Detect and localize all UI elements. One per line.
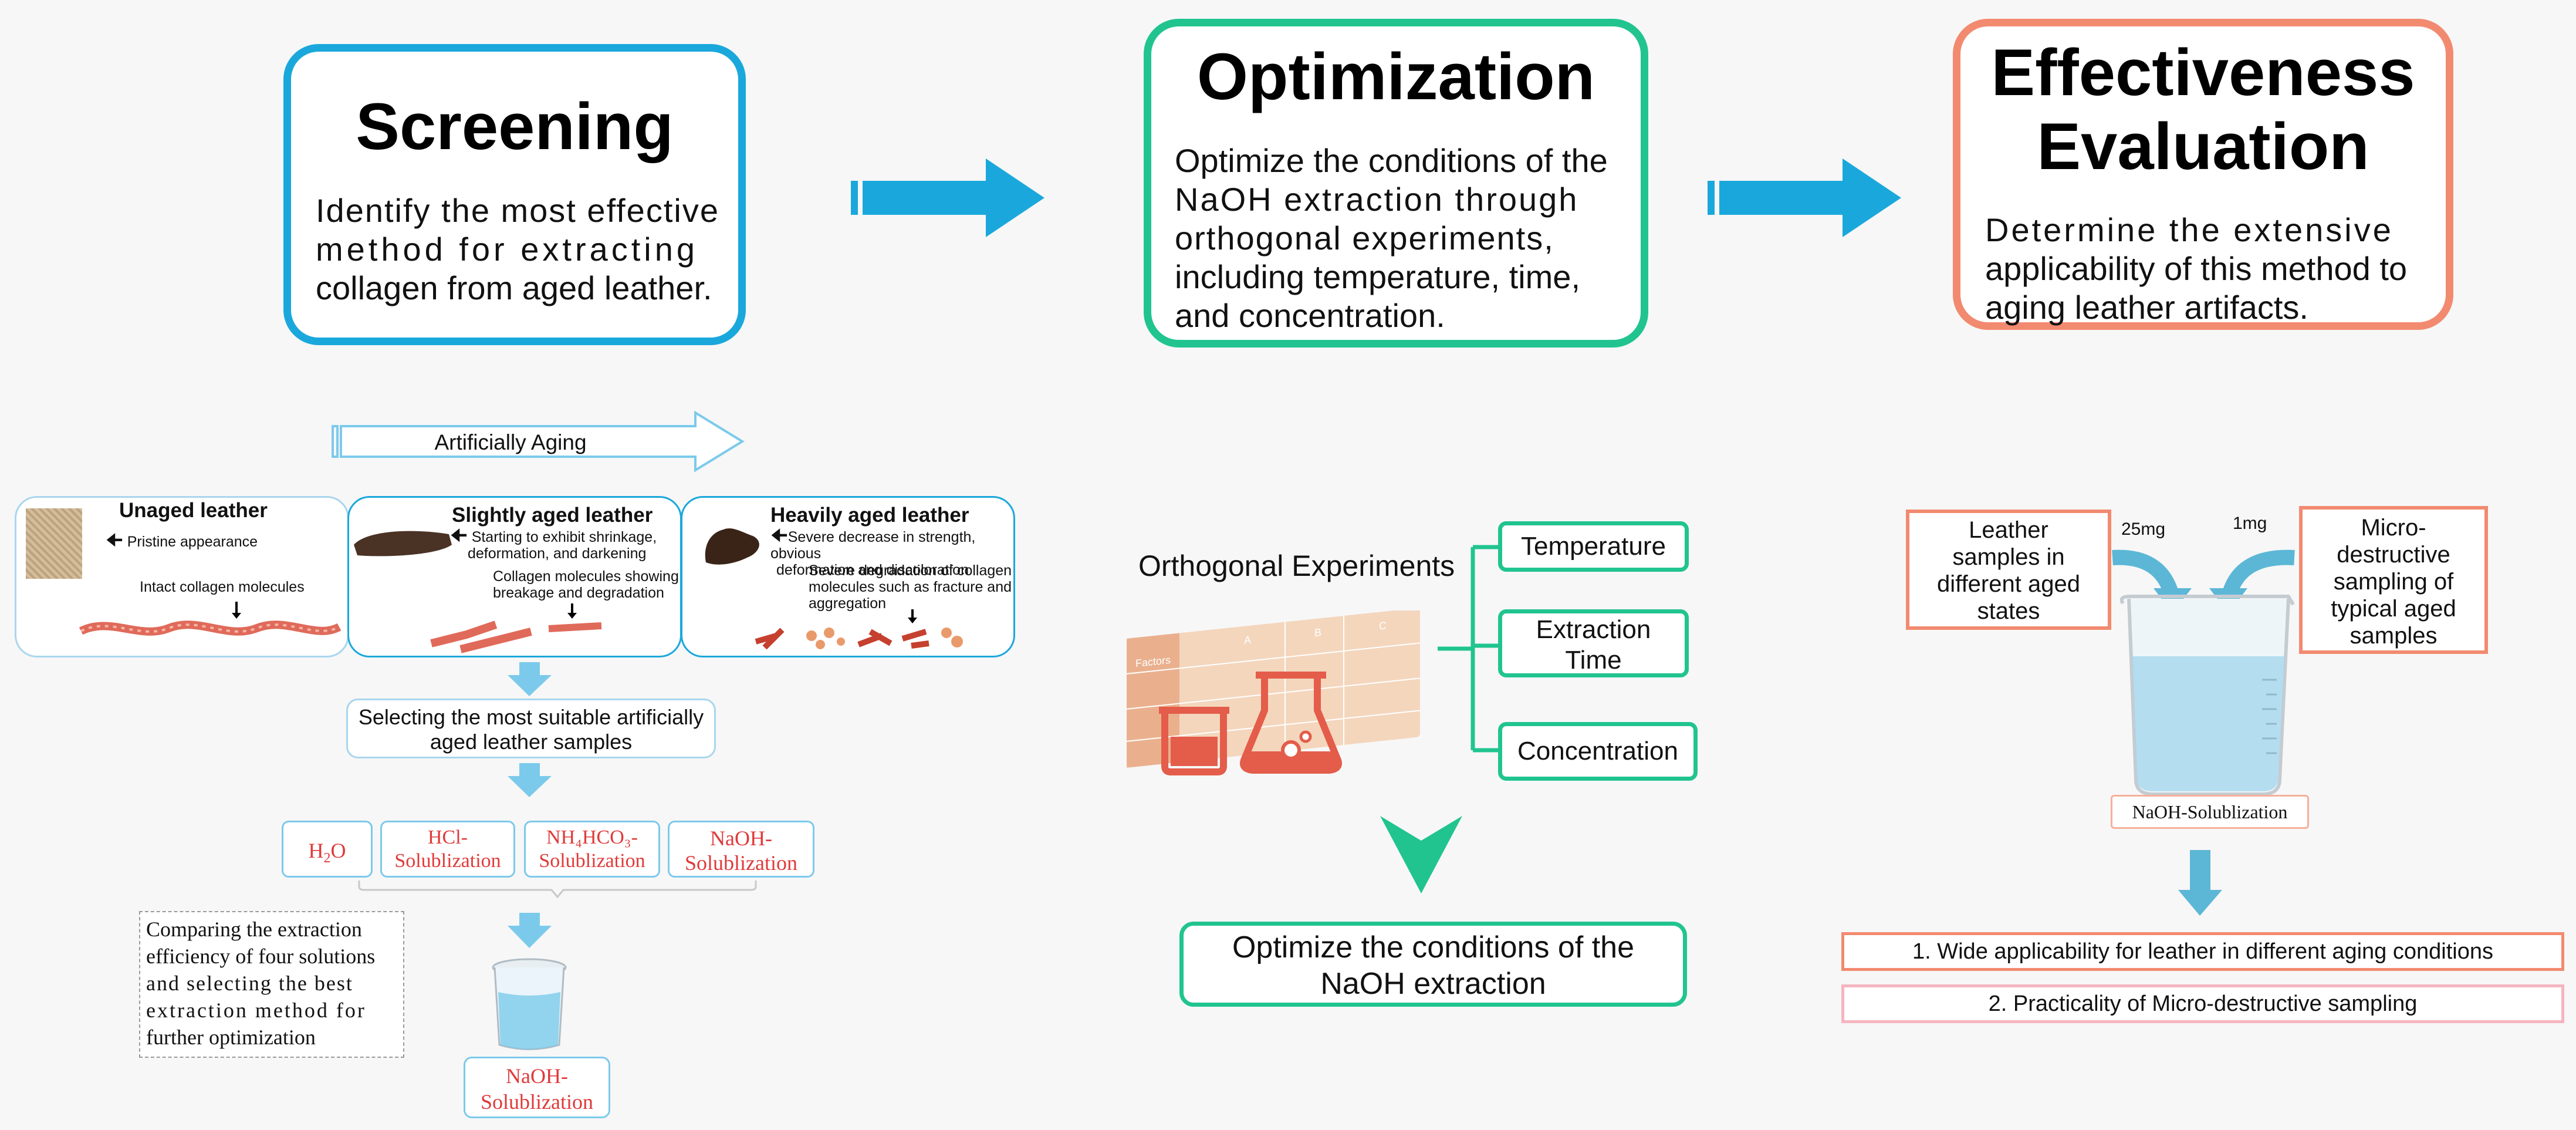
heavily-aged-note-collagen: Severe degradation of collagen molecules… <box>809 562 1012 612</box>
down-arrow-3 <box>508 913 552 948</box>
solution-nh4hco3: NH₄HCO₃-Solublization <box>524 821 660 878</box>
small-beaker <box>492 958 567 1050</box>
eval-down-arrow <box>2178 850 2222 916</box>
slightly-aged-note-collagen: Collagen molecules showing breakage and … <box>493 568 679 601</box>
compare-note: Comparing the extraction efficiency of f… <box>139 911 404 1058</box>
factors-connector <box>1438 545 1501 753</box>
beaker-label: NaOH-Solublization <box>2111 795 2309 829</box>
arrow-screening-to-optimization <box>851 158 1044 237</box>
heavily-aged-title: Heavily aged leather <box>770 504 969 527</box>
solutions-bracket <box>358 881 757 898</box>
evaluation-title: Effectiveness Evaluation <box>1991 36 2415 183</box>
screening-box: Screening Identify the most effective me… <box>283 44 746 345</box>
panel-heavily-aged: Heavily aged leather 🠈Severe decrease in… <box>681 496 1015 657</box>
solution-h2o: H2O <box>282 821 373 878</box>
orthogonal-label: Orthogonal Experiments <box>1138 549 1455 582</box>
factor-temperature: Temperature <box>1498 521 1689 572</box>
svg-text:C: C <box>1379 619 1387 632</box>
intact-collagen-graphic <box>79 602 342 636</box>
slightly-aged-title: Slightly aged leather <box>452 504 653 527</box>
mass-left-label: 25mg <box>2121 520 2166 539</box>
optimization-box: Optimization Optimize the conditions of … <box>1144 19 1648 348</box>
heavily-aged-leather-image <box>705 528 759 565</box>
naoh-result-box: NaOH-Solublization <box>464 1057 610 1118</box>
select-samples-box: Selecting the most suitable artificially… <box>346 699 716 758</box>
optimization-desc: Optimize the conditions of the NaOH extr… <box>1175 142 1608 334</box>
slightly-aged-leather-image <box>354 531 452 556</box>
heavily-aged-note-strength: 🠈Severe decrease in strength, obvious de… <box>770 525 976 578</box>
panel-unaged: Unaged leather 🠈 Pristine appearance Int… <box>15 496 349 657</box>
evaluation-box: Effectiveness Evaluation Determine the e… <box>1953 19 2453 330</box>
arrow-optimization-to-evaluation <box>1708 158 1901 237</box>
mass-right-label: 1mg <box>2233 514 2267 533</box>
down-arrow-2 <box>508 763 552 797</box>
conclusion-2: 2. Practicality of Micro-destructive sam… <box>1841 984 2564 1023</box>
aging-arrow-label: Artificially Aging <box>434 430 586 454</box>
screening-desc: Identify the most effective method for e… <box>316 192 719 306</box>
factor-concentration: Concentration <box>1498 722 1698 781</box>
orthogonal-table-graphic: Factors A B C <box>1127 610 1420 775</box>
unaged-note-collagen: Intact collagen molecules <box>140 579 305 595</box>
solution-naoh: NaOH-Solublization <box>668 821 814 878</box>
unaged-title: Unaged leather <box>119 499 268 522</box>
panel-slightly-aged: Slightly aged leather 🠈 Starting to exhi… <box>347 496 682 657</box>
svg-text:A: A <box>1244 634 1251 646</box>
broken-collagen-graphic <box>430 603 602 653</box>
unaged-leather-image <box>26 508 82 579</box>
aging-arrow: Artificially Aging <box>332 411 745 473</box>
large-beaker <box>2119 595 2295 796</box>
solution-hcl: HCl-Solublization <box>380 821 515 878</box>
aggregated-collagen-graphic <box>755 609 963 650</box>
screening-title: Screening <box>356 90 674 163</box>
down-arrow-1 <box>508 662 552 696</box>
green-down-arrow <box>1380 816 1462 893</box>
unaged-note-appearance: 🠈 Pristine appearance <box>106 529 258 551</box>
svg-text:B: B <box>1314 626 1321 639</box>
slightly-aged-note-shrinkage: 🠈 Starting to exhibit shrinkage, deforma… <box>450 525 657 562</box>
conclusion-1: 1. Wide applicability for leather in dif… <box>1841 932 2564 971</box>
optimization-title: Optimization <box>1196 40 1595 113</box>
evaluation-desc: Determine the extensive applicability of… <box>1985 211 2408 326</box>
